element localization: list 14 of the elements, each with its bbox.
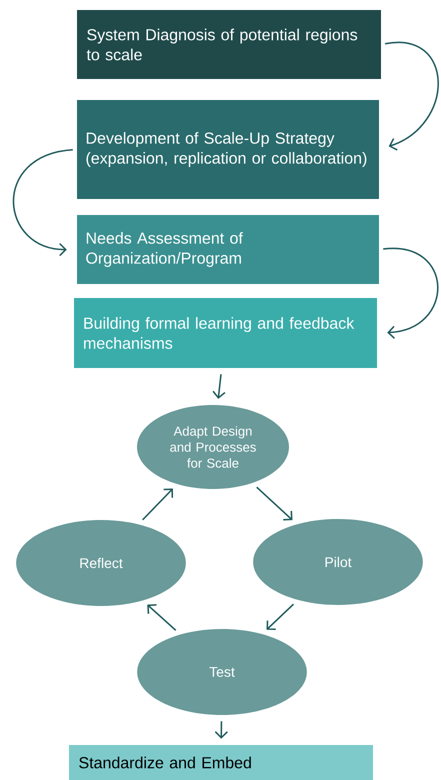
arrow bbox=[214, 721, 228, 739]
curved-arrow bbox=[385, 42, 439, 151]
process-box: Standardize and Embed bbox=[69, 745, 373, 780]
curved-arrow bbox=[383, 248, 438, 339]
arrow bbox=[142, 488, 174, 520]
arrow bbox=[212, 374, 226, 399]
process-box: Building formal learning and feedback mechanisms bbox=[74, 298, 377, 368]
process-box: Development of Scale-Up Strategy (expansion, replication or collaboration) bbox=[77, 100, 379, 199]
arrow bbox=[256, 486, 292, 520]
curved-arrow bbox=[12, 149, 73, 256]
arrow bbox=[147, 604, 176, 631]
process-box: Needs Assessment of Organization/Program bbox=[77, 215, 379, 284]
arrow bbox=[266, 604, 294, 630]
process-box: System Diagnosis of potential regions to scale bbox=[77, 10, 381, 80]
